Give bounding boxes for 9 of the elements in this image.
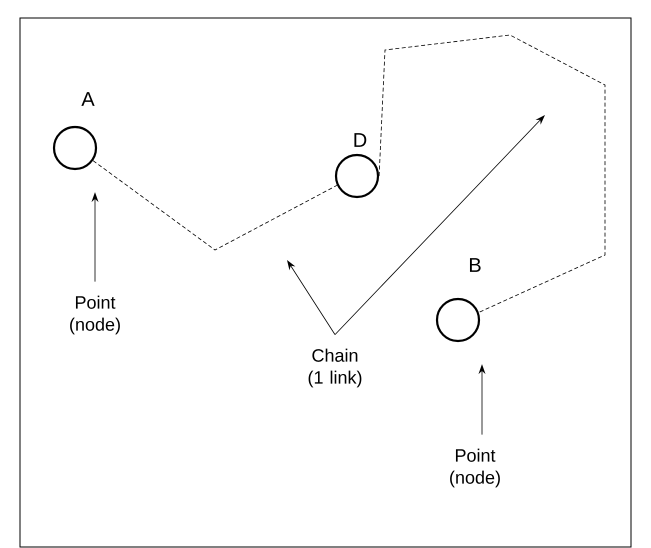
arrow (334, 115, 545, 335)
text-label: Chain (1 link) (308, 348, 362, 388)
text-label: Point (node) (70, 296, 120, 334)
chain-line (378, 34, 606, 313)
text-label: Point (node) (450, 448, 500, 488)
node-label: A (81, 92, 95, 106)
node-label: B (470, 258, 481, 272)
node-label: D (354, 133, 366, 147)
chain-line (92, 160, 338, 250)
